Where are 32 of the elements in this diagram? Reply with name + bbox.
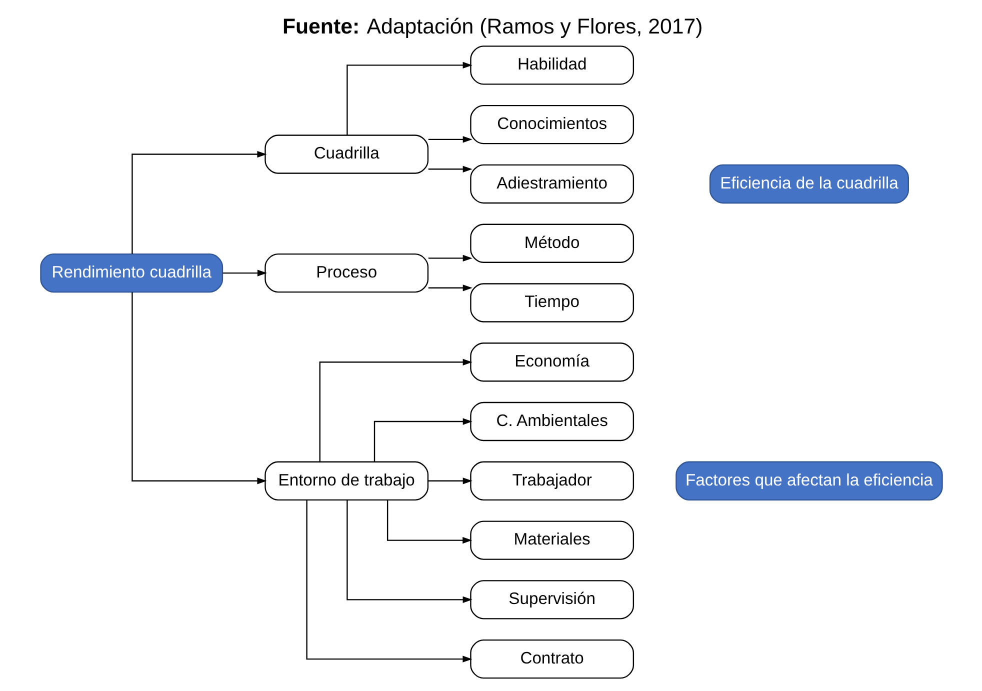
arrow [346,62,472,135]
node-box: Supervisión [470,580,634,620]
node-box: Cuadrilla [264,134,428,174]
node-box: Tiempo [470,283,634,322]
node-box: Adiestramiento [470,164,634,204]
node-box: Entorno de trabajo [264,461,428,500]
arrow [318,358,472,462]
node-box: C. Ambientales [470,402,634,442]
arrow [428,284,472,292]
arrow [346,500,472,603]
node-box: Contrato [470,639,634,679]
arrow [386,500,472,544]
arrow [131,150,266,254]
node-box: Método [470,224,634,263]
node-box: Rendimiento cuadrilla [40,253,223,293]
arrow [131,292,266,484]
arrow [428,254,472,262]
node-box: Eficiencia de la cuadrilla [708,164,908,204]
node-box: Conocimientos [470,104,634,144]
diagram-title: Fuente: Adaptación (Ramos y Flores, 2017) [282,14,702,39]
node-box: Habilidad [470,46,634,85]
node-box: Trabajador [470,461,634,500]
arrow [428,136,472,143]
arrow [306,500,472,662]
node-box: Economía [470,342,634,382]
arrow [428,478,472,484]
arrow [373,418,472,462]
arrow [222,270,266,276]
node-box: Factores que afectan la eficiencia [675,461,942,500]
arrow [428,166,472,172]
node-box: Proceso [264,253,428,293]
node-box: Materiales [470,520,634,560]
